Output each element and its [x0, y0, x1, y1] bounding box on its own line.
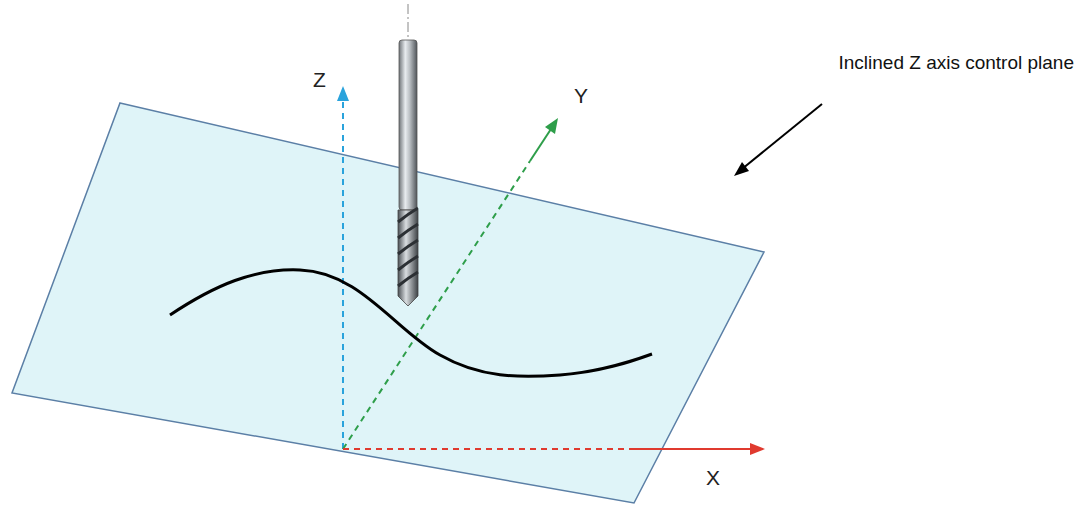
leader-line: [742, 104, 822, 169]
y-axis-solid: [530, 129, 551, 161]
x-axis-solid: [634, 448, 752, 450]
y-axis: [343, 161, 530, 449]
drill-shank: [399, 40, 417, 210]
x-arrowhead: [750, 443, 765, 455]
axis-label: Z: [313, 68, 326, 91]
z-arrowhead: [337, 86, 349, 101]
drill-flutes: [398, 210, 418, 306]
callout-label: Inclined Z axis control plane: [838, 53, 1074, 74]
axis-label: Y: [574, 84, 588, 107]
leader-arrowhead: [734, 162, 749, 176]
flute-stroke: [398, 224, 418, 238]
y-arrowhead: [545, 118, 558, 134]
center-line: [408, 4, 409, 40]
flute-stroke: [398, 240, 418, 254]
axis-label: X: [706, 466, 720, 489]
flute-stroke: [398, 208, 418, 222]
z-axis: [342, 100, 344, 449]
flute-stroke: [398, 272, 418, 286]
flute-stroke: [398, 256, 418, 270]
control-plane: [12, 103, 764, 503]
x-axis: [343, 448, 634, 450]
